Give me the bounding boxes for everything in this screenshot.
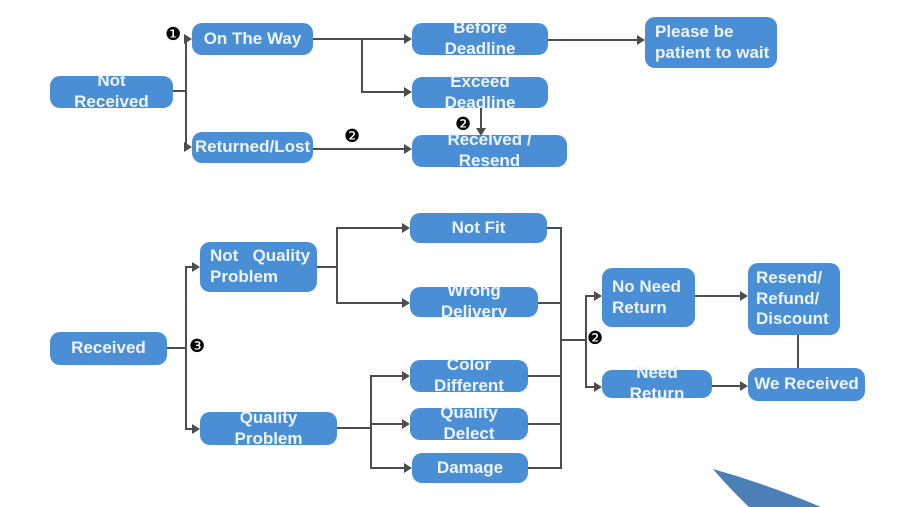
- connector-line: [538, 302, 562, 304]
- node-received: Received: [50, 332, 167, 365]
- arrowhead-icon: [637, 35, 645, 45]
- connector-line: [528, 375, 562, 377]
- arrowhead-icon: [404, 34, 412, 44]
- node-not-received: Not Received: [50, 71, 173, 111]
- connector-line: [167, 347, 186, 349]
- arrowhead-icon: [476, 128, 486, 136]
- arrowhead-icon: [404, 144, 412, 154]
- connector-line: [480, 108, 482, 128]
- arrowhead-icon: [184, 34, 192, 44]
- arrowhead-icon: [404, 87, 412, 97]
- connector-line: [337, 427, 371, 429]
- marker-2-badge: ❷: [587, 328, 604, 349]
- node-need-return: Need Return: [602, 363, 712, 403]
- marker-3-badge: ❸: [189, 336, 206, 357]
- arrowhead-icon: [192, 424, 200, 434]
- marker-2-badge: ❷: [344, 126, 361, 147]
- arrowhead-icon: [404, 463, 412, 473]
- connector-line: [370, 376, 372, 469]
- arrowhead-icon: [402, 371, 410, 381]
- node-quality-delect: Quality Delect: [410, 403, 528, 443]
- node-no-need-return: No Need Return: [602, 268, 695, 327]
- connector-line: [548, 39, 637, 41]
- connector-line: [797, 335, 799, 368]
- connector-line: [370, 467, 405, 469]
- node-wrong-delivery: Wrong Delivery: [410, 281, 538, 321]
- connector-line: [528, 423, 562, 425]
- node-resend-refund-discount: Resend/ Refund/ Discount: [748, 263, 840, 335]
- connector-line: [370, 423, 403, 425]
- connector-line: [547, 227, 562, 229]
- arrowhead-icon: [402, 298, 410, 308]
- arrowhead-icon: [184, 142, 192, 152]
- connector-line: [585, 295, 594, 297]
- node-on-the-way: On The Way: [192, 23, 313, 55]
- connector-line: [185, 428, 193, 430]
- marker-2-badge: ❷: [455, 114, 472, 135]
- connector-line: [361, 38, 363, 93]
- connector-line: [585, 386, 594, 388]
- node-not-fit: Not Fit: [410, 213, 547, 243]
- node-before-deadline: Before Deadline: [412, 18, 548, 58]
- arrowhead-icon: [192, 262, 200, 272]
- node-damage: Damage: [412, 453, 528, 483]
- marker-1-badge: ❶: [165, 24, 182, 45]
- connector-line: [370, 375, 403, 377]
- connector-line: [313, 148, 404, 150]
- connector-line: [695, 295, 740, 297]
- node-received-resend: Recelved / Resend: [412, 130, 567, 170]
- arrowhead-icon: [740, 291, 748, 301]
- connector-line: [173, 90, 187, 92]
- connector-line: [317, 266, 337, 268]
- arrowhead-icon: [740, 381, 748, 391]
- connector-line: [336, 227, 403, 229]
- connector-line: [336, 302, 403, 304]
- connector-line: [313, 38, 404, 40]
- arrowhead-icon: [402, 419, 410, 429]
- connector-line: [528, 467, 562, 469]
- node-we-received: We Received: [748, 368, 865, 401]
- swoosh-decoration: [713, 469, 821, 507]
- arrowhead-icon: [594, 382, 602, 392]
- node-returned-lost: Returned/Lost: [192, 132, 313, 163]
- node-color-different: Color Different: [410, 355, 528, 395]
- connector-line: [560, 339, 586, 341]
- node-quality-problem: Quality Problem: [200, 408, 337, 448]
- connector-line: [712, 385, 740, 387]
- connector-line: [560, 227, 562, 469]
- node-please-wait: Please be patient to wait: [645, 17, 777, 68]
- connector-line: [185, 38, 187, 150]
- connector-line: [361, 91, 404, 93]
- node-exceed-deadline: Exceed Deadline: [412, 72, 548, 112]
- connector-line: [185, 266, 187, 430]
- connector-line: [336, 227, 338, 304]
- arrowhead-icon: [594, 291, 602, 301]
- node-not-quality-problem: Not Quality Problem: [200, 242, 317, 292]
- connector-line: [185, 266, 193, 268]
- arrowhead-icon: [402, 223, 410, 233]
- connector-line: [585, 295, 587, 388]
